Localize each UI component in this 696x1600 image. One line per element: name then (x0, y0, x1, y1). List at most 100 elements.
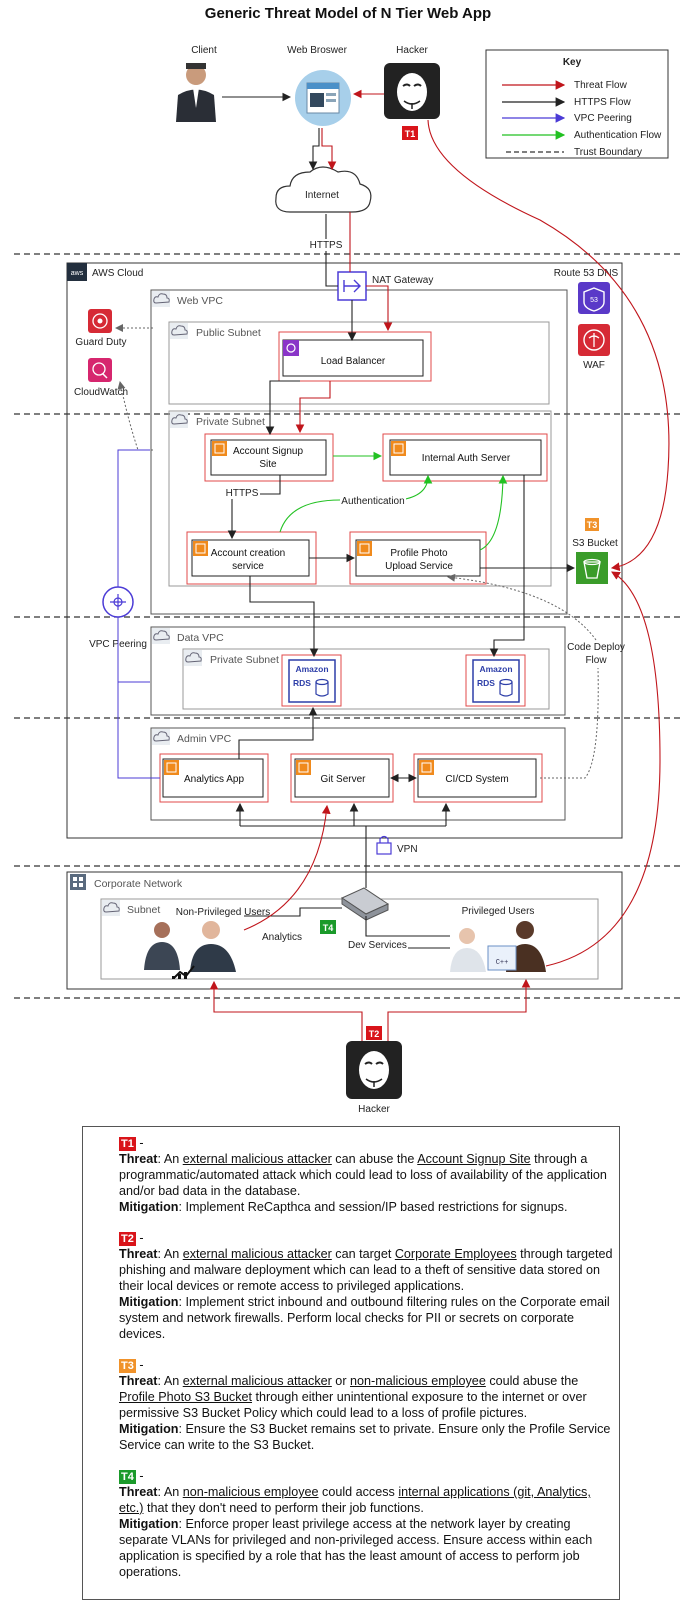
internet-label: Internet (305, 190, 339, 201)
analytics-to-rds-flow (238, 706, 318, 759)
admin-vpc-zone (150, 727, 566, 821)
client-label: Client (191, 45, 217, 56)
code-deploy-label-2: Flow (585, 655, 607, 666)
t1-badge-text: T1 (405, 129, 416, 139)
mitigation-text: Implement ReCapthca and session/IP based… (185, 1200, 568, 1214)
git-ec2-icon (296, 760, 311, 775)
public-subnet-label: Public Subnet (196, 327, 261, 339)
data-private-subnet-zone (182, 648, 550, 710)
vpn-label: VPN (397, 844, 418, 855)
threat-text-part: An (163, 1485, 183, 1499)
load-balancer-outline (278, 331, 432, 382)
threat-text-part: through targeted phishing and malware de… (119, 1247, 613, 1293)
analytics-label: Analytics App (184, 774, 244, 785)
privileged-users-label: Privileged Users (462, 906, 535, 917)
threat-note-t3: T3 -Threat: An external malicious attack… (119, 1358, 611, 1452)
analytics-flow-label: Analytics (262, 932, 302, 943)
t4-badge (320, 920, 336, 934)
https-label-mid: HTTPS (226, 488, 259, 499)
diagram-title: Generic Threat Model of N Tier Web App (205, 5, 491, 22)
cloudwatch-monitor-flow (117, 381, 153, 451)
legend-https-flow: HTTPS Flow (574, 97, 631, 108)
signup-site-box (210, 439, 327, 476)
threat-text-part: Corporate Employees (394, 1247, 517, 1261)
photo-to-auth-flow (479, 474, 508, 551)
private-subnet-icon (170, 412, 188, 428)
auth-server-ec2-icon (391, 441, 406, 456)
route53-icon: 53 (578, 282, 610, 314)
web-vpc-cloud-icon (152, 291, 170, 307)
route53-label: Route 53 DNS (554, 268, 619, 279)
note-badge: T3 (119, 1359, 136, 1373)
threat-text-part: through a programmatic/automated attack … (119, 1152, 607, 1198)
authentication-label: Authentication (341, 496, 404, 507)
threat-label: Threat (119, 1247, 158, 1261)
lb-to-signup-flow (265, 380, 300, 436)
threat-text-part: internal applications (git, Analytics, e… (119, 1485, 591, 1515)
legend-trust-boundary: Trust Boundary (574, 147, 642, 158)
aws-cloud-label: AWS Cloud (92, 268, 143, 279)
threat-text-part: external malicious attacker (182, 1152, 332, 1166)
t2-badge (366, 1026, 382, 1040)
photo-service-box (355, 539, 481, 577)
corporate-subnet-icon (102, 900, 120, 916)
legend-vpc-peering: VPC Peering (574, 113, 632, 124)
legend: Key Threat Flow HTTPS Flow VPC Peering A… (485, 49, 669, 159)
waf-icon (578, 324, 610, 356)
vpc-peering-lines (117, 449, 160, 779)
load-balancer-box (282, 339, 424, 377)
rds-2-label-1: Amazon (479, 664, 512, 674)
hacker-bottom-icon (346, 1041, 402, 1099)
threat-note-t2: T2 -Threat: An external malicious attack… (119, 1231, 613, 1341)
lb-to-signup-threat (295, 381, 331, 434)
account-service-label-1: Account creation (211, 548, 286, 559)
guard-duty-label: Guard Duty (75, 337, 126, 348)
client-icon (176, 63, 216, 122)
mitigation-text: Enforce proper least privilege access at… (119, 1517, 593, 1579)
threat-text-part: or (331, 1374, 351, 1388)
cicd-ec2-icon (419, 760, 434, 775)
data-private-subnet-label: Private Subnet (210, 654, 279, 666)
auth-server-outline (382, 433, 548, 482)
mitigation-label: Mitigation (119, 1295, 179, 1309)
legend-title: Key (563, 57, 582, 68)
threat-label: Threat (119, 1374, 158, 1388)
nat-gateway-icon (337, 271, 367, 301)
aws-logo-icon: aws (67, 263, 87, 281)
private-subnet-zone (168, 410, 552, 587)
threat-text-part: Account Signup Site (417, 1152, 531, 1166)
note-badge: T1 (119, 1137, 136, 1151)
analytics-ec2-icon (164, 760, 179, 775)
admin-vpc-cloud-icon (152, 729, 170, 745)
threat-text-part: Profile Photo S3 Bucket (119, 1390, 253, 1404)
mitigation-text: Ensure the S3 Bucket remains set to priv… (119, 1422, 611, 1452)
code-deploy-flow (448, 577, 599, 779)
nat-gateway-label: NAT Gateway (372, 275, 433, 286)
rds-2-label-2: RDS (477, 678, 495, 688)
trust-boundaries (14, 253, 682, 999)
nat-to-lb-threat (366, 285, 393, 332)
data-vpc-cloud-icon (152, 628, 170, 644)
load-balancer-label: Load Balancer (321, 356, 386, 367)
threat-text-part: can target (331, 1247, 395, 1261)
svg-text:aws: aws (71, 270, 84, 277)
auth-server-box (389, 439, 542, 476)
internet-cloud-icon (275, 166, 372, 213)
mitigation-label: Mitigation (119, 1200, 179, 1214)
svg-text:53: 53 (590, 297, 598, 304)
threat-note-t4: T4 -Threat: An non-malicious employee co… (119, 1469, 593, 1579)
corporate-building-icon (70, 874, 86, 890)
vpn-lock-icon (376, 835, 392, 855)
web-browser-icon (295, 70, 351, 126)
signup-site-ec2-icon (212, 441, 227, 456)
auth-to-rds-flow (489, 475, 525, 658)
threat-text-part: can abuse the (331, 1152, 418, 1166)
legend-auth-flow: Authentication Flow (574, 130, 662, 141)
threat-text-part: that they don't need to perform their jo… (143, 1501, 424, 1515)
rds-1-label-2: RDS (293, 678, 311, 688)
internet-to-nat-flow (325, 214, 338, 287)
svg-text:C++: C++ (496, 959, 509, 967)
photo-service-label-2: Upload Service (385, 561, 453, 572)
signup-to-account-flow (227, 475, 281, 540)
